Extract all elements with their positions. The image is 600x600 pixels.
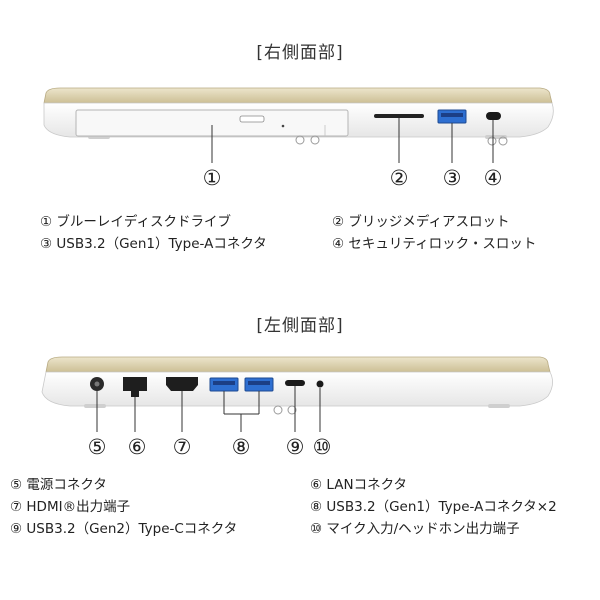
legend-item: ⑩ マイク入力/ヘッドホン出力端子 bbox=[310, 521, 520, 537]
laptop-base bbox=[41, 371, 553, 407]
card-slot bbox=[374, 114, 424, 118]
left-legend-col2: ⑥ LANコネクタ ⑧ USB3.2（Gen1）Type-Aコネクタ×2 ⑩ マ… bbox=[310, 474, 557, 540]
drive-indicator bbox=[281, 124, 285, 128]
callout-5: ⑤ bbox=[88, 435, 107, 459]
laptop-left-side-view: ⑤ ⑥ ⑦ ⑧ ⑨ ⑩ bbox=[41, 356, 553, 459]
laptop-lid bbox=[45, 356, 551, 373]
callout-1: ① bbox=[203, 166, 222, 190]
security-lock-slot bbox=[486, 112, 501, 120]
callout-9: ⑨ bbox=[286, 435, 305, 459]
callout-2: ② bbox=[390, 166, 409, 190]
legend-item: ⑥ LANコネクタ bbox=[310, 477, 408, 493]
right-legend-col1: ① ブルーレイディスクドライブ ③ USB3.2（Gen1）Type-Aコネクタ bbox=[40, 211, 267, 255]
callout-3: ③ bbox=[443, 166, 462, 190]
legend-item: ② ブリッジメディアスロット bbox=[332, 214, 510, 230]
laptop-foot bbox=[84, 404, 106, 408]
left-legend-col1: ⑤ 電源コネクタ ⑦ HDMI®出力端子 ⑨ USB3.2（Gen2）Type-… bbox=[10, 474, 237, 540]
callout-7: ⑦ bbox=[173, 435, 192, 459]
laptop-foot bbox=[485, 135, 507, 139]
callout-8: ⑧ bbox=[232, 435, 251, 459]
right-side-heading: [右側面部] bbox=[256, 43, 344, 63]
right-legend-col2: ② ブリッジメディアスロット ④ セキュリティロック・スロット bbox=[332, 211, 536, 255]
hdmi-port bbox=[166, 377, 198, 391]
audio-jack bbox=[316, 380, 324, 388]
eject-button bbox=[239, 115, 265, 123]
laptop-lid bbox=[43, 87, 553, 104]
legend-item: ④ セキュリティロック・スロット bbox=[332, 236, 537, 252]
lan-port bbox=[123, 377, 147, 391]
legend-item: ⑦ HDMI®出力端子 bbox=[10, 499, 131, 515]
legend-item: ③ USB3.2（Gen1）Type-Aコネクタ bbox=[40, 236, 267, 252]
callout-6: ⑥ bbox=[128, 435, 147, 459]
left-side-heading: [左側面部] bbox=[256, 316, 344, 336]
usb-c-port bbox=[285, 380, 305, 386]
laptop-right-side-view: ① ② ③ ④ bbox=[43, 87, 554, 190]
laptop-foot bbox=[488, 404, 510, 408]
legend-item: ① ブルーレイディスクドライブ bbox=[40, 214, 231, 230]
callout-4: ④ bbox=[484, 166, 503, 190]
callout-10: ⑩ bbox=[313, 435, 332, 459]
legend-item: ⑤ 電源コネクタ bbox=[10, 477, 107, 493]
legend-item: ⑧ USB3.2（Gen1）Type-Aコネクタ×2 bbox=[310, 499, 557, 515]
legend-item: ⑨ USB3.2（Gen2）Type-Cコネクタ bbox=[10, 521, 238, 537]
